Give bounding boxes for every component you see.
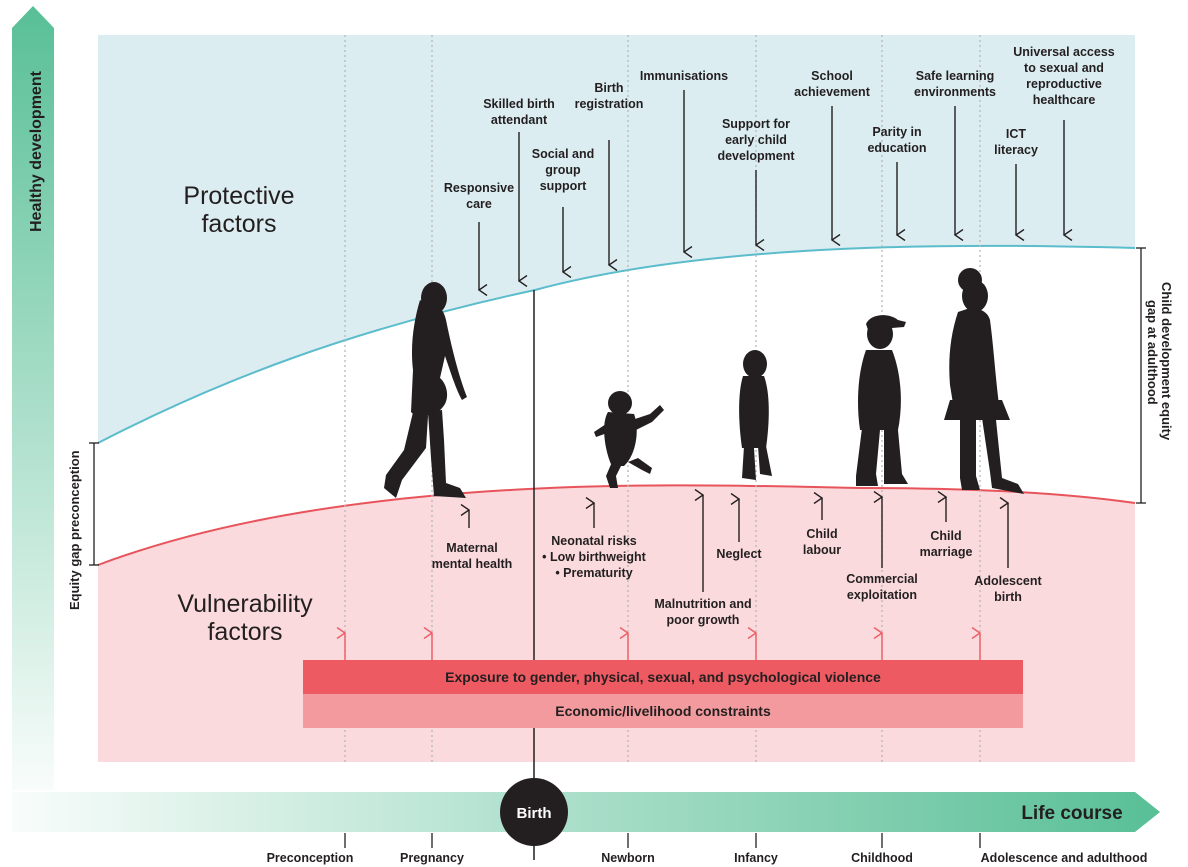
equity-gap-adulthood-label: Child development equity <box>1159 282 1174 441</box>
stage-label: Childhood <box>851 851 913 865</box>
protective-arrows <box>479 90 1064 290</box>
protective-factor-label: ICT <box>1006 127 1027 141</box>
protective-factor-label: Support for <box>722 117 790 131</box>
protective-factor-label: School <box>811 69 853 83</box>
vulnerability-factor-label: birth <box>994 590 1022 604</box>
stage-label: Adolescence and adulthood <box>981 851 1148 865</box>
vulnerability-factor-label: • Prematurity <box>555 566 632 580</box>
protective-factor-label: reproductive <box>1026 77 1102 91</box>
stage-label: Infancy <box>734 851 778 865</box>
life-course-arrow <box>12 792 1160 832</box>
vulnerability-factor-label: Child <box>806 527 837 541</box>
vulnerability-factor-label: labour <box>803 543 841 557</box>
economic-band-label: Economic/livelihood constraints <box>555 703 771 719</box>
vulnerability-factor-label: • Low birthweight <box>542 550 647 564</box>
vulnerability-factor-label: Child <box>930 529 961 543</box>
healthy-development-arrow <box>12 6 54 790</box>
economic-band <box>303 694 1023 728</box>
baby-silhouette <box>594 391 664 488</box>
stage-label: Pregnancy <box>400 851 464 865</box>
protective-factor-label: early child <box>725 133 787 147</box>
stage-label: Newborn <box>601 851 654 865</box>
violence-arrows <box>345 633 980 660</box>
protective-factor-label: environments <box>914 85 996 99</box>
protective-factor-label: attendant <box>491 113 548 127</box>
equity-gap-preconception-label: Equity gap preconception <box>67 450 82 610</box>
vulnerability-factor-label: Commercial <box>846 572 918 586</box>
healthy-development-label: Healthy development <box>28 70 45 232</box>
protective-factor-label: care <box>466 197 492 211</box>
protective-factor-label: to sexual and <box>1024 61 1104 75</box>
vulnerability-curve <box>97 484 1136 566</box>
protective-factor-label: Social and <box>532 147 595 161</box>
protective-heading: factors <box>201 210 276 238</box>
protective-heading: Protective <box>183 182 294 210</box>
protective-factor-label: Parity in <box>872 125 921 139</box>
protective-factor-label: development <box>717 149 795 163</box>
protective-factor-label: education <box>867 141 926 155</box>
protective-factor-label: Immunisations <box>640 69 728 83</box>
protective-factor-label: literacy <box>994 143 1038 157</box>
silhouettes <box>384 268 1024 498</box>
protective-factor-label: registration <box>575 97 644 111</box>
protective-factor-label: Responsive <box>444 181 514 195</box>
birth-label: Birth <box>517 805 552 822</box>
vulnerability-heading: Vulnerability <box>177 590 313 618</box>
life-course-label: Life course <box>1021 803 1122 824</box>
protective-region <box>98 35 1135 443</box>
child-with-cap-silhouette <box>856 315 908 486</box>
protective-curve <box>97 244 1136 444</box>
protective-factor-label: Birth <box>594 81 623 95</box>
protective-factor-label: Safe learning <box>916 69 995 83</box>
protective-factor-label: healthcare <box>1033 93 1096 107</box>
vulnerability-factor-label: marriage <box>920 545 973 559</box>
equity-gap-preconception-bracket <box>89 442 99 566</box>
vulnerability-heading: factors <box>207 618 282 646</box>
toddler-silhouette <box>739 350 772 480</box>
vulnerability-arrows <box>469 495 1008 592</box>
vulnerability-factor-label: poor growth <box>667 613 740 627</box>
pregnant-woman-silhouette <box>384 282 467 498</box>
vulnerability-factor-label: Neonatal risks <box>551 534 637 548</box>
vulnerability-factor-label: exploitation <box>847 588 917 602</box>
violence-band <box>303 660 1023 694</box>
protective-factor-label: group <box>545 163 581 177</box>
stage-ticks <box>344 833 981 848</box>
vulnerability-factor-label: mental health <box>432 557 513 571</box>
equity-gap-adulthood-bracket <box>1136 247 1146 504</box>
birth-circle <box>500 778 568 846</box>
protective-labels: Responsive care Skilled birth attendant … <box>444 45 1115 211</box>
vulnerability-factor-label: Adolescent <box>974 574 1042 588</box>
protective-factor-label: support <box>540 179 587 193</box>
vulnerability-labels: Maternal mental health Neonatal risks • … <box>432 527 1043 627</box>
violence-band-label: Exposure to gender, physical, sexual, an… <box>445 669 881 685</box>
equity-gap-adulthood-label: gap at adulthood <box>1145 300 1160 405</box>
stage-label: Preconception <box>267 851 354 865</box>
adolescent-silhouette <box>944 268 1024 494</box>
vulnerability-factor-label: Maternal <box>446 541 497 555</box>
stage-labels: Preconception Pregnancy Newborn Infancy … <box>267 851 1148 865</box>
protective-factor-label: Universal access <box>1013 45 1115 59</box>
vulnerability-factor-label: Neglect <box>716 547 762 561</box>
vulnerability-factor-label: Malnutrition and <box>654 597 751 611</box>
protective-factor-label: achievement <box>794 85 871 99</box>
protective-factor-label: Skilled birth <box>483 97 555 111</box>
